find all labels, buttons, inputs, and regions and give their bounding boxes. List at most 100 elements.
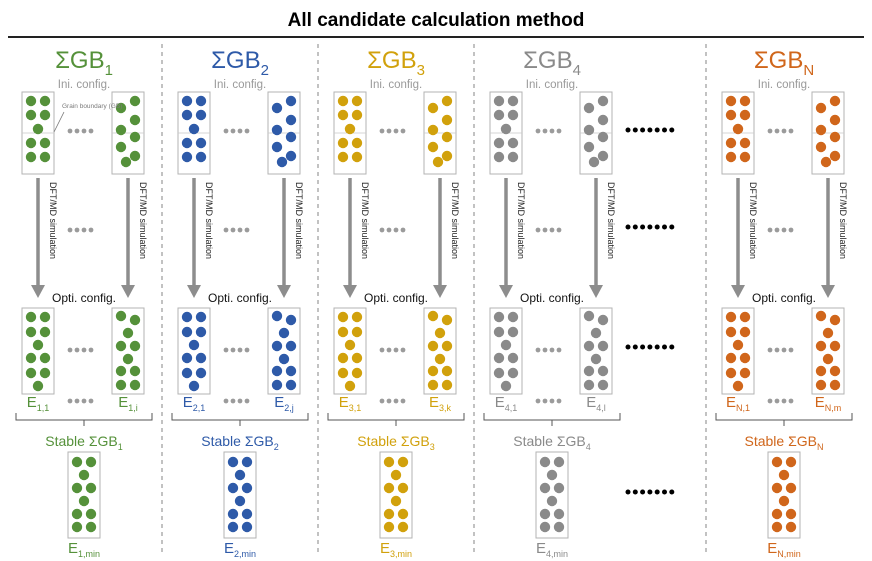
stable-config-atom (771, 456, 783, 468)
optimized-config-first-atom (39, 311, 51, 323)
energy-first-label-sub: N,1 (736, 403, 750, 413)
simulation-label: DFT/MD simulation (360, 182, 370, 259)
initial-config-first (333, 91, 367, 175)
omitted-columns-ellipsis-dot (640, 344, 646, 350)
initial-config-first-atom (344, 123, 356, 135)
optimized-config-last-atom (271, 379, 283, 391)
simulation-ellipsis-dot (74, 227, 80, 233)
energy-last-label-sub: 1,i (128, 403, 138, 413)
optimized-config-first-atom (351, 311, 363, 323)
min-energy-label-main: E (767, 540, 777, 557)
optimized-config-ellipsis-dot (393, 347, 399, 353)
initial-config-first-atom (493, 109, 505, 121)
opti-config-label: Opti. config. (752, 291, 816, 305)
stable-config-atom (85, 521, 97, 533)
optimized-config-ellipsis-dot (386, 347, 392, 353)
optimized-config-last-atom (122, 327, 134, 339)
stable-gb-label-prefix: Stable (513, 433, 557, 449)
initial-config-last-atom (120, 156, 132, 168)
optimized-config-first-frame (333, 307, 367, 395)
omitted-columns-ellipsis-dot (640, 127, 646, 133)
stable-config-atom (553, 482, 565, 494)
stable-gb-label-sub: 3 (430, 442, 435, 452)
optimized-config-first-atom (39, 352, 51, 364)
initial-config-last-atom (271, 102, 283, 114)
optimized-config-last-atom (829, 340, 841, 352)
energy-first-label-sub: 4,1 (505, 403, 518, 413)
initial-config-ellipsis-dot (379, 128, 385, 134)
initial-config-first-atom (725, 151, 737, 163)
simulation-ellipsis-dot (781, 227, 787, 233)
optimized-config-last-atom (822, 327, 834, 339)
simulation-ellipsis-dot (542, 227, 548, 233)
stable-config-atom (227, 508, 239, 520)
stable-gb-label: Stable ΣGB2 (201, 433, 279, 452)
energy-ellipsis-dot (237, 398, 243, 404)
optimized-config-first-atom (195, 311, 207, 323)
optimized-config-first-atom (188, 380, 200, 392)
gb-label: ΣGB3 (367, 47, 425, 79)
stable-config-atom (771, 482, 783, 494)
energy-ellipsis-dot (767, 398, 773, 404)
gb-label-sub: 4 (573, 62, 581, 79)
optimized-config-ellipsis-dot (400, 347, 406, 353)
initial-config-first-atom (195, 151, 207, 163)
optimized-config-first-frame (21, 307, 55, 395)
optimized-config-first-frame (489, 307, 523, 395)
simulation-ellipsis-dot (393, 227, 399, 233)
initial-config-last-atom (427, 124, 439, 136)
simulation-label: DFT/MD simulation (516, 182, 526, 259)
energy-ellipsis (223, 398, 250, 404)
initial-config-last-atom (129, 131, 141, 143)
optimized-config-first-frame (177, 307, 211, 395)
opti-config-label: Opti. config. (520, 291, 584, 305)
optimized-config-ellipsis-dot (81, 347, 87, 353)
optimized-config-ellipsis-dot (781, 347, 787, 353)
energy-first-label-sub: 2,1 (193, 403, 206, 413)
stable-gb-label-sub: 1 (118, 442, 123, 452)
initial-config-first-atom (351, 137, 363, 149)
min-energy-label-sub: 4,min (546, 549, 568, 559)
stable-config-atom (397, 482, 409, 494)
omitted-columns-ellipsis-dot (669, 344, 675, 350)
min-energy-label: E3,min (380, 540, 412, 559)
optimized-config-first-atom (32, 380, 44, 392)
selection-bracket (171, 413, 309, 426)
stable-config (379, 451, 413, 539)
stable-config-atom (546, 469, 558, 481)
gb-label: ΣGB4 (523, 47, 581, 79)
optimized-config-first-atom (25, 352, 37, 364)
omitted-columns-ellipsis-dot (640, 224, 646, 230)
stable-config-atom (771, 521, 783, 533)
optimized-config-last-atom (441, 379, 453, 391)
simulation-arrow-first-head (499, 285, 513, 298)
optimized-config-first-atom (344, 339, 356, 351)
stable-config-atom (241, 508, 253, 520)
initial-config-last-atom (129, 150, 141, 162)
optimized-config-first-atom (732, 339, 744, 351)
optimized-config-last-atom (434, 327, 446, 339)
initial-config-ellipsis-dot (788, 128, 794, 134)
energy-first-label-main: E (339, 394, 349, 411)
optimized-config-last-atom (129, 340, 141, 352)
omitted-columns-ellipsis-dot (632, 489, 638, 495)
initial-config-first-atom (337, 95, 349, 107)
optimized-config-ellipsis-dot (223, 347, 229, 353)
omitted-columns-ellipsis-dot (625, 127, 631, 133)
omitted-columns-ellipsis-dot (625, 489, 631, 495)
optimized-config-last-atom (829, 379, 841, 391)
stable-config-atom (85, 482, 97, 494)
initial-config-last (811, 91, 845, 175)
optimized-config-last-atom (285, 314, 297, 326)
optimized-config-last-atom (597, 379, 609, 391)
simulation-ellipsis-dot (223, 227, 229, 233)
optimized-config-last-atom (115, 340, 127, 352)
ini-config-label: Ini. config. (526, 79, 578, 91)
initial-config-ellipsis-dot (81, 128, 87, 134)
stable-config-atom (785, 482, 797, 494)
optimized-config-first-atom (507, 311, 519, 323)
optimized-config-first-atom (188, 339, 200, 351)
optimized-config-ellipsis (67, 347, 94, 353)
